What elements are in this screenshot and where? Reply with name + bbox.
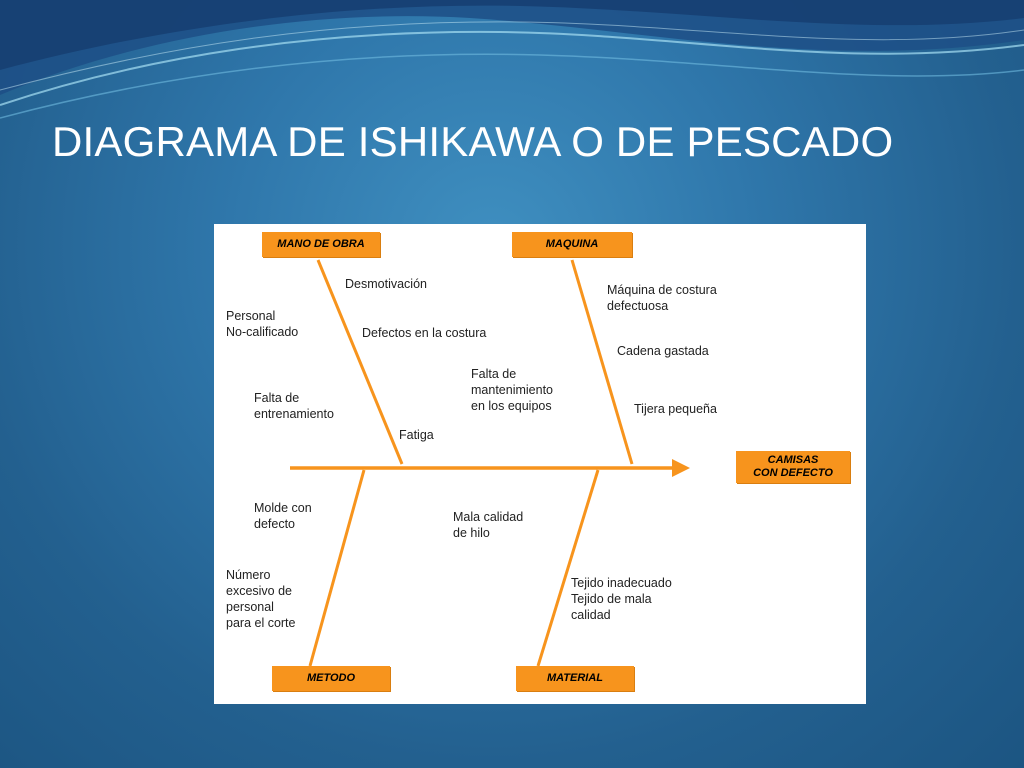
cause-label: Desmotivación xyxy=(345,277,427,291)
effect-box: CAMISAS CON DEFECTO xyxy=(736,451,850,483)
cause-label: Personal No-calificado xyxy=(226,309,299,339)
fishbone-lines xyxy=(290,259,690,667)
cause-label: Tijera pequeña xyxy=(634,402,717,416)
category-box-metodo: METODO xyxy=(272,666,390,691)
bone-metodo xyxy=(308,469,366,667)
slide-title: DIAGRAMA DE ISHIKAWA O DE PESCADO xyxy=(52,118,894,165)
cause-label: Máquina de costura defectuosa xyxy=(607,283,717,313)
cause-label: Fatiga xyxy=(399,428,434,442)
cause-label: Tejido inadecuado Tejido de mala calidad xyxy=(571,576,672,622)
bone-maquina xyxy=(570,259,634,465)
spine-arrowhead xyxy=(672,459,690,477)
category-box-mano-de-obra: MANO DE OBRA xyxy=(262,232,380,257)
cause-label: Defectos en la costura xyxy=(362,326,487,340)
cause-label: Cadena gastada xyxy=(617,344,709,358)
cause-label: Falta de entrenamiento xyxy=(254,391,334,421)
category-box-maquina: MAQUINA xyxy=(512,232,632,257)
category-box-material: MATERIAL xyxy=(516,666,634,691)
cause-label: Mala calidad de hilo xyxy=(453,510,524,540)
decorative-waves xyxy=(0,0,1024,119)
bone-material xyxy=(536,469,600,667)
bone-mano-de-obra xyxy=(316,259,404,465)
cause-label: Molde con defecto xyxy=(254,501,312,531)
cause-label: Número excesivo de personal para el cort… xyxy=(226,568,296,630)
fishbone-diagram: MANO DE OBRA MAQUINA METODO MATERIAL CAM… xyxy=(214,224,866,704)
cause-label: Falta de mantenimiento en los equipos xyxy=(471,367,553,413)
